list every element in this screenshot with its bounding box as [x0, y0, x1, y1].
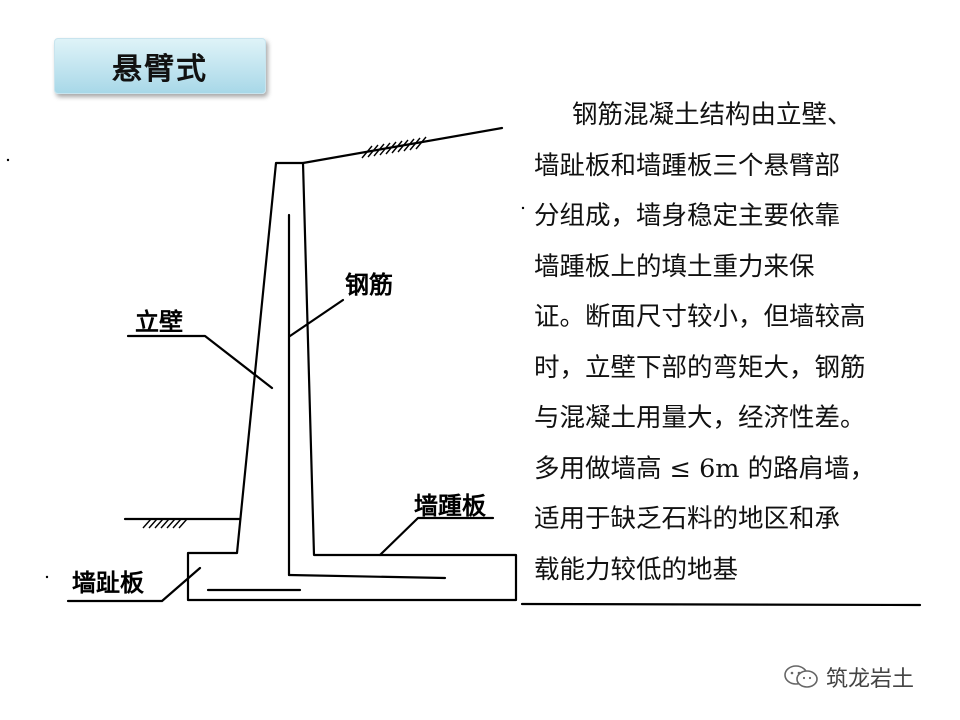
heel-label-leader: [378, 516, 495, 557]
description-line: 墙趾板和墙踵板三个悬臂部: [534, 150, 841, 181]
toe-label-leader: [66, 566, 202, 603]
description-line: 钢筋混凝土结构由立壁、: [572, 100, 853, 130]
wall-outline: [186, 161, 518, 602]
description-line: 与混凝土用量大，经济性差。: [534, 403, 866, 433]
description-line: 载能力较低的地基: [534, 554, 739, 585]
rebar-label: 钢筋: [345, 271, 393, 299]
toe-label: 墙趾板: [72, 569, 145, 597]
baseline: [520, 602, 922, 607]
backfill-hatch: [361, 136, 427, 159]
description-line: 分组成，墙身稳定主要依靠: [534, 201, 841, 231]
description-line: 适用于缺乏石料的地区和承: [534, 504, 841, 534]
description-line: 时，立壁下部的弯矩大，钢筋: [534, 352, 866, 383]
front-ground-hatch: [142, 518, 188, 529]
wall-label: 立壁: [135, 308, 183, 336]
backfill-surface: [301, 126, 504, 165]
page-title: 悬臂式: [54, 38, 266, 94]
heel-label: 墙踵板: [414, 492, 487, 520]
description: 钢筋混凝土结构由立壁、 墙趾板和墙踵板三个悬臂部 分组成，墙身稳定主要依靠 墙踵…: [534, 90, 934, 595]
watermark: 筑龙岩土: [782, 660, 942, 694]
wall-label-leader: [126, 334, 274, 390]
watermark-text: 筑龙岩土: [826, 667, 915, 692]
heel-rebar: [287, 573, 447, 580]
wechat-icon: [784, 665, 818, 688]
description-line: 证。断面尺寸较小，但墙较高: [534, 302, 866, 332]
description-line: 多用做墙高 ≤ 6m 的路肩墙，: [534, 453, 876, 484]
rebar-label-leader: [288, 298, 345, 338]
description-line: 墙踵板上的填土重力来保: [534, 251, 815, 282]
